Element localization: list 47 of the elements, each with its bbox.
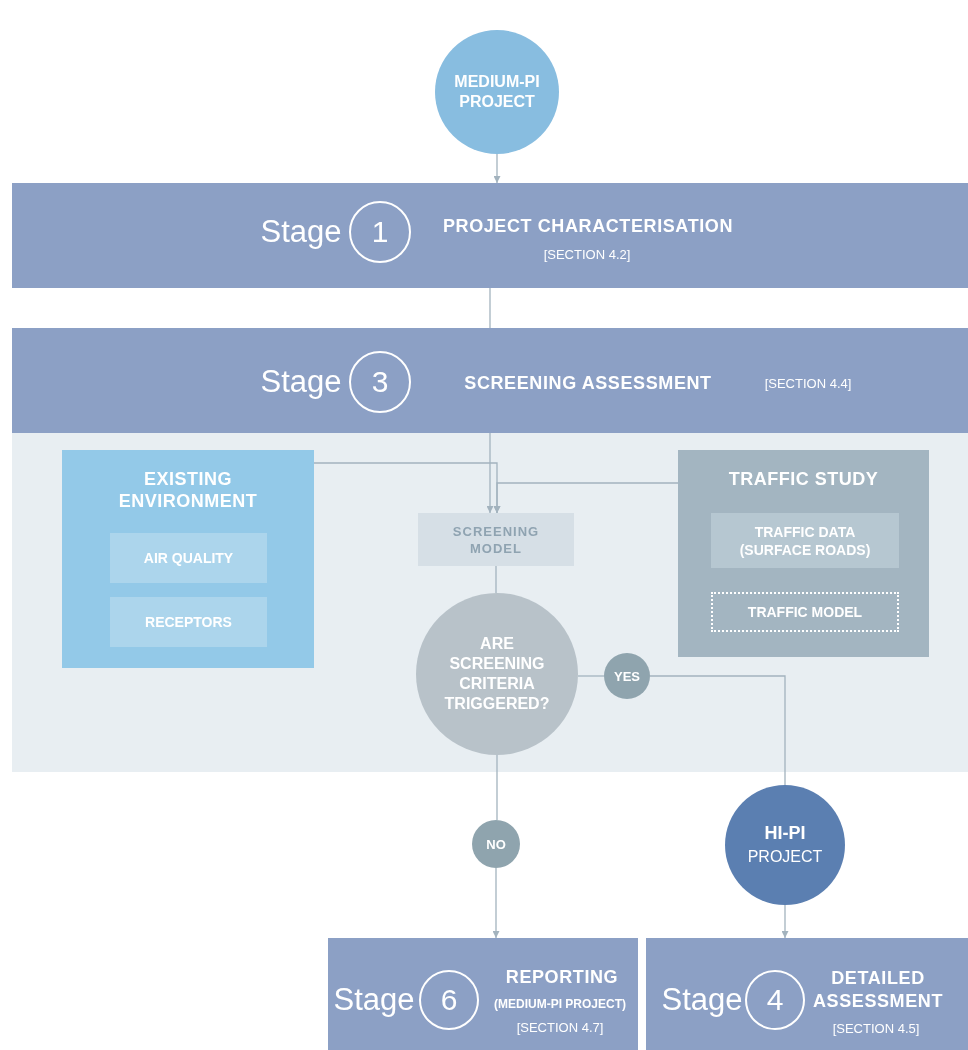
arrow: [493, 482, 679, 514]
stage-number: 3: [349, 351, 411, 413]
stage-band: [328, 938, 638, 1050]
connector-line: [489, 287, 491, 329]
arrow: [493, 153, 501, 184]
dashed-box: TRAFFIC MODEL: [711, 592, 899, 632]
circle-label: PROJECT: [747, 847, 823, 867]
stage-subtitle: (MEDIUM-PI PROJECT): [493, 996, 627, 1013]
section-reference: [SECTION 4.2]: [542, 245, 632, 264]
data-box: AIR QUALITY: [110, 533, 267, 583]
circle-label: HI-PI: [764, 822, 806, 845]
data-box: RECEPTORS: [110, 597, 267, 647]
stage-band: [12, 183, 968, 288]
data-box: TRAFFIC DATA (SURFACE ROADS): [711, 513, 899, 568]
yes-badge: YES: [604, 653, 650, 699]
stage-number: 1: [349, 201, 411, 263]
arrow: [492, 867, 500, 939]
stage-label: Stage: [259, 213, 343, 251]
panel-title: EXISTING ENVIRONMENT: [117, 468, 259, 512]
process-box: SCREENING MODEL: [418, 513, 574, 566]
stage-number: 6: [419, 970, 479, 1030]
stage-band: [12, 328, 968, 433]
arrow: [781, 904, 789, 939]
no-badge: NO: [472, 820, 520, 868]
stage-title: SCREENING ASSESSMENT: [463, 371, 713, 395]
section-reference: [SECTION 4.7]: [515, 1018, 605, 1036]
stage-title: PROJECT CHARACTERISATION: [441, 214, 735, 238]
stage-label: Stage: [332, 981, 416, 1019]
panel-title: TRAFFIC STUDY: [727, 468, 880, 490]
connector-line: [496, 754, 498, 821]
connector-line: [577, 675, 605, 677]
panel-background: [12, 433, 968, 772]
connector-line: [495, 565, 497, 594]
stage-title: REPORTING: [504, 965, 620, 989]
stage-title: DETAILED ASSESSMENT: [812, 967, 944, 1013]
input-panel: [678, 450, 929, 657]
stage-band: [646, 938, 968, 1050]
stage-label: Stage: [259, 363, 343, 401]
decision-circle: ARE SCREENING CRITERIA TRIGGERED?: [416, 593, 578, 755]
connector-line: [649, 675, 786, 786]
input-panel: [62, 450, 314, 668]
arrow: [486, 432, 494, 514]
section-reference: [SECTION 4.5]: [831, 1019, 921, 1037]
start-circle: MEDIUM-PI PROJECT: [435, 30, 559, 154]
stage-number: 4: [745, 970, 805, 1030]
section-reference: [SECTION 4.4]: [763, 374, 853, 393]
stage-label: Stage: [660, 981, 744, 1019]
